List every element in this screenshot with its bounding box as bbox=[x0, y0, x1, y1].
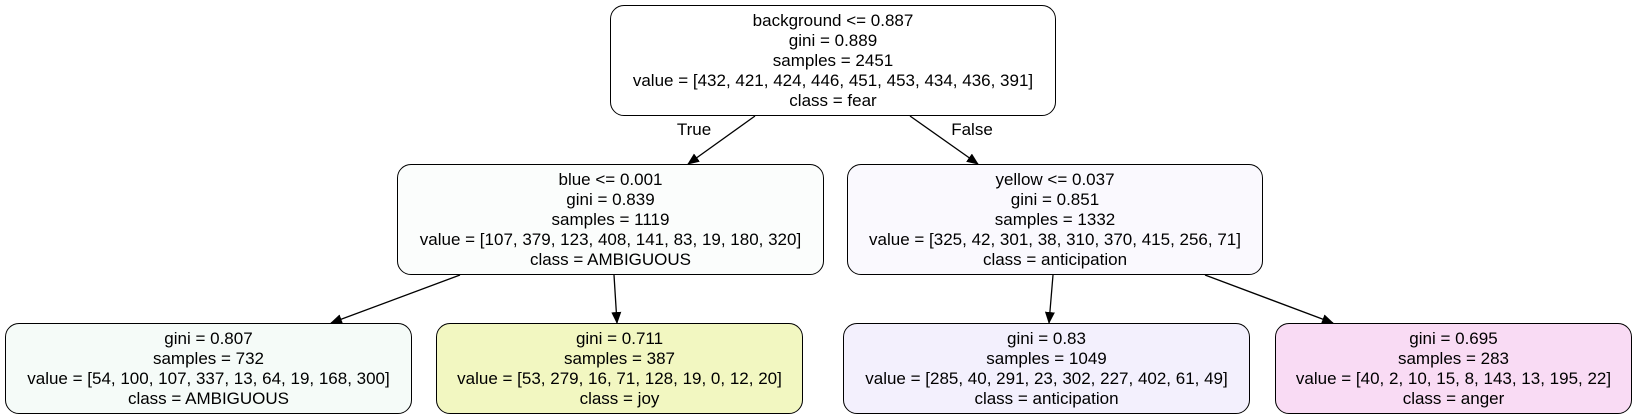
gini-value: gini = 0.889 bbox=[788, 30, 878, 50]
samples-count: samples = 387 bbox=[563, 348, 676, 368]
edge-right-right-right bbox=[1204, 274, 1334, 324]
gini-value: gini = 0.839 bbox=[566, 189, 655, 209]
value-array: value = [107, 379, 123, 408, 141, 83, 19… bbox=[419, 229, 802, 249]
gini-value: gini = 0.851 bbox=[1010, 189, 1100, 209]
value-array: value = [432, 421, 424, 446, 451, 453, 4… bbox=[632, 70, 1034, 90]
class-label: class = anticipation bbox=[974, 388, 1119, 408]
tree-leaf-right-right: gini = 0.695 samples = 283 value = [40, … bbox=[1275, 323, 1632, 414]
split-condition: background <= 0.887 bbox=[752, 10, 914, 30]
tree-leaf-left-left: gini = 0.807 samples = 732 value = [54, … bbox=[5, 323, 412, 414]
edge-left-left-right bbox=[611, 274, 622, 324]
edge-label-true: True bbox=[676, 120, 712, 139]
tree-node-root: background <= 0.887 gini = 0.889 samples… bbox=[610, 5, 1056, 116]
tree-leaf-left-right: gini = 0.711 samples = 387 value = [53, … bbox=[436, 323, 803, 414]
samples-count: samples = 2451 bbox=[772, 50, 894, 70]
samples-count: samples = 1049 bbox=[986, 348, 1107, 368]
tree-node-left: blue <= 0.001 gini = 0.839 samples = 111… bbox=[397, 164, 824, 275]
edge-left-left-left bbox=[330, 274, 461, 324]
class-label: class = AMBIGUOUS bbox=[529, 249, 692, 269]
value-array: value = [54, 100, 107, 337, 13, 64, 19, … bbox=[27, 368, 390, 388]
tree-leaf-right-left: gini = 0.83 samples = 1049 value = [285,… bbox=[843, 323, 1250, 414]
split-condition: blue <= 0.001 bbox=[558, 169, 663, 189]
value-array: value = [285, 40, 291, 23, 302, 227, 402… bbox=[865, 368, 1228, 388]
gini-value: gini = 0.695 bbox=[1409, 328, 1498, 348]
class-label: class = joy bbox=[579, 388, 660, 408]
gini-value: gini = 0.711 bbox=[575, 328, 664, 348]
samples-count: samples = 1119 bbox=[551, 209, 670, 229]
samples-count: samples = 1332 bbox=[994, 209, 1116, 229]
gini-value: gini = 0.83 bbox=[1007, 328, 1086, 348]
value-array: value = [53, 279, 16, 71, 128, 19, 0, 12… bbox=[457, 368, 782, 388]
class-label: class = anger bbox=[1402, 388, 1505, 408]
split-condition: yellow <= 0.037 bbox=[995, 169, 1115, 189]
edge-right-right-left bbox=[1044, 274, 1055, 324]
gini-value: gini = 0.807 bbox=[164, 328, 253, 348]
class-label: class = anticipation bbox=[982, 249, 1128, 269]
tree-node-right: yellow <= 0.037 gini = 0.851 samples = 1… bbox=[847, 164, 1263, 275]
class-label: class = AMBIGUOUS bbox=[127, 388, 290, 408]
value-array: value = [325, 42, 301, 38, 310, 370, 415… bbox=[869, 229, 1241, 249]
edge-root-right bbox=[909, 115, 979, 165]
samples-count: samples = 732 bbox=[152, 348, 265, 368]
samples-count: samples = 283 bbox=[1397, 348, 1510, 368]
edge-root-left bbox=[687, 115, 756, 165]
class-label: class = fear bbox=[789, 90, 877, 110]
edge-label-false: False bbox=[951, 120, 993, 139]
value-array: value = [40, 2, 10, 15, 8, 143, 13, 195,… bbox=[1295, 368, 1612, 388]
